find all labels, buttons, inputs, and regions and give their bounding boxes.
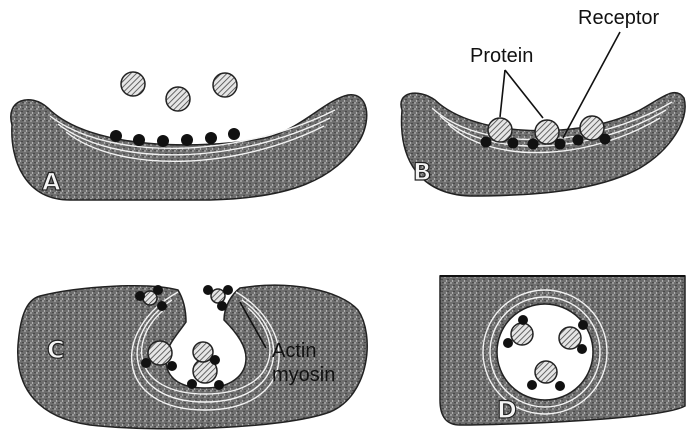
myosin-label: myosin [272, 364, 335, 386]
panel-b: B [401, 93, 685, 196]
panel-d: D [440, 276, 685, 425]
protein-label: Protein [470, 45, 533, 67]
panel-label-c: C [47, 336, 65, 364]
panel-label-b: B [413, 158, 431, 186]
panel-a: A [11, 72, 367, 200]
panel-label-d: D [497, 396, 517, 424]
receptor-label: Receptor [578, 7, 659, 29]
protein-molecules-a [121, 72, 237, 111]
actin-label: Actin [272, 340, 316, 362]
cell-body-b [401, 93, 685, 196]
panel-label-a: A [42, 168, 61, 196]
